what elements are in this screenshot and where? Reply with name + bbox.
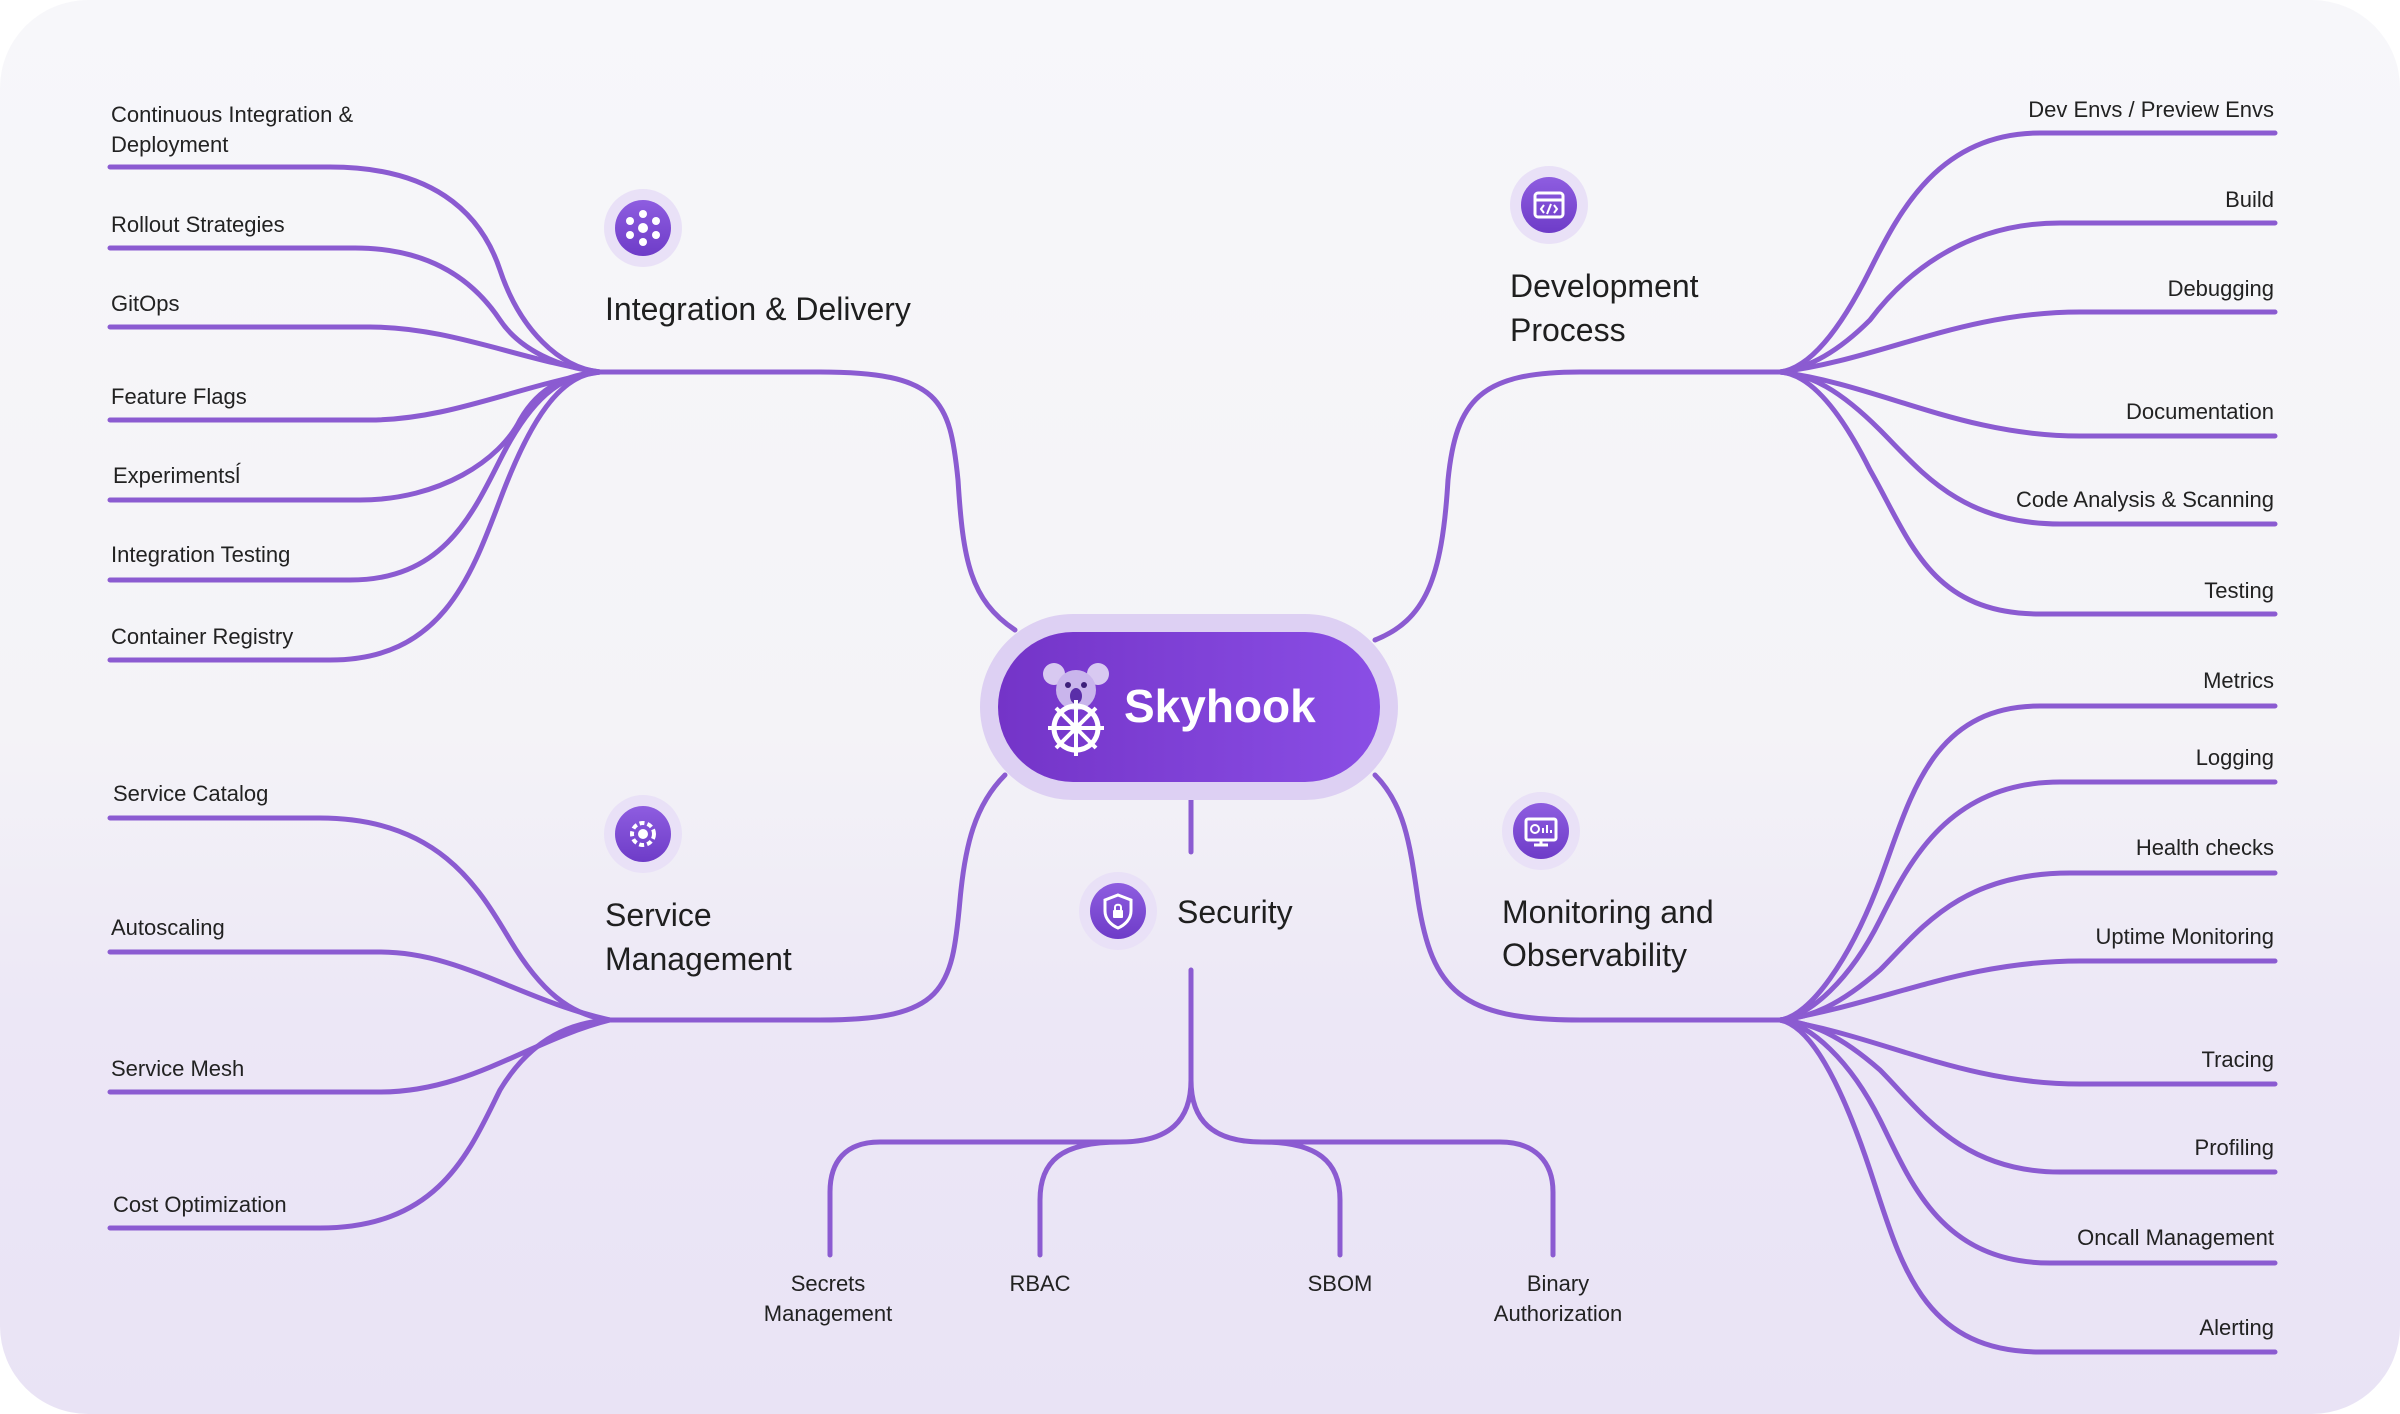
link-metrics [1777,703,2278,1023]
leaf-sbom[interactable]: SBOM [1307,1271,1373,1296]
leaf-documentation[interactable]: Documentation [2126,399,2274,424]
leaf-service-catalog[interactable]: Service Catalog [113,781,269,806]
category-monitoring-line1[interactable]: Monitoring and [1502,894,1714,930]
leaf-cicd-line1[interactable]: Continuous Integration & [111,102,354,127]
leaf-testing[interactable]: Testing [2204,578,2274,603]
link-cicd [107,164,603,375]
code-window-icon [1510,166,1588,244]
monitor-chart-icon [1502,792,1580,870]
leaf-binary-line1[interactable]: Binary [1526,1271,1590,1296]
gear-icon [604,795,682,873]
leaf-metrics[interactable]: Metrics [2203,668,2274,693]
link-logging [1777,779,2278,1023]
leaf-rbac[interactable]: RBAC [1009,1271,1071,1296]
link-documentation [1777,369,2278,439]
leaf-service-mesh[interactable]: Service Mesh [111,1056,245,1081]
link-alerting [1777,1017,2278,1355]
link-hub-development [1372,369,1783,643]
link-oncall [1777,1017,2278,1266]
leaf-container-registry[interactable]: Container Registry [111,624,294,649]
category-development-line1[interactable]: Development [1510,268,1699,304]
leaf-secrets-line1[interactable]: Secrets [790,1271,866,1296]
leaf-gitops[interactable]: GitOps [111,291,180,316]
link-security-trunk [827,967,1194,1258]
link-registry [107,369,603,663]
network-nodes-icon [604,189,682,267]
category-security[interactable]: Security [1177,894,1293,930]
link-catalog [107,815,613,1023]
leaf-dev-envs[interactable]: Dev Envs / Preview Envs [2028,97,2274,122]
link-profiling [1777,1017,2278,1175]
leaf-cicd-line2[interactable]: Deployment [111,132,229,157]
link-hub-service [607,772,1008,1023]
leaf-integration-testing[interactable]: Integration Testing [111,542,291,567]
leaf-uptime-monitoring[interactable]: Uptime Monitoring [2095,924,2274,949]
hub-node[interactable]: Skyhook [998,632,1380,782]
link-code-analysis [1777,369,2278,527]
link-cost [107,1017,613,1231]
link-integration-testing [107,369,603,583]
category-service-line2[interactable]: Management [605,941,792,977]
link-hub-integration [597,369,1018,633]
hub-title: Skyhook [1124,680,1316,732]
leaf-alerting[interactable]: Alerting [2199,1315,2274,1340]
leaf-profiling[interactable]: Profiling [2194,1135,2274,1160]
leaf-autoscaling[interactable]: Autoscaling [111,915,225,940]
link-gitops [107,324,603,375]
link-uptime [1777,958,2278,1023]
leaf-cost-optimization[interactable]: Cost Optimization [113,1192,287,1217]
link-mesh [107,1017,613,1095]
link-build [1777,220,2278,375]
leaf-binary-line2[interactable]: Authorization [1493,1301,1623,1326]
leaf-oncall-management[interactable]: Oncall Management [2077,1225,2274,1250]
koala-helm-logo [1043,663,1109,756]
category-development-line2[interactable]: Process [1510,312,1626,348]
category-service-line1[interactable]: Service [605,897,712,933]
link-autoscaling [107,949,613,1023]
leaf-feature-flags[interactable]: Feature Flags [111,384,247,409]
shield-lock-icon [1079,872,1157,950]
leaf-build[interactable]: Build [2225,187,2274,212]
link-security-right [1188,1077,1556,1258]
link-rbac [1037,1139,1123,1258]
link-hub-monitoring [1372,772,1783,1023]
leaf-code-analysis[interactable]: Code Analysis & Scanning [2015,487,2274,512]
leaf-secrets-line2[interactable]: Management [763,1301,893,1326]
leaf-rollout-strategies[interactable]: Rollout Strategies [111,212,285,237]
leaf-health-checks[interactable]: Health checks [2135,835,2274,860]
leaf-tracing[interactable]: Tracing [2201,1047,2274,1072]
leaf-experiments[interactable]: Experimentsĺ [113,463,241,488]
link-sbom [1259,1139,1343,1258]
link-debugging [1777,309,2278,375]
category-monitoring-line2[interactable]: Observability [1502,937,1687,973]
category-integration-delivery[interactable]: Integration & Delivery [605,291,911,327]
link-testing [1777,369,2278,617]
leaf-debugging[interactable]: Debugging [2167,276,2274,301]
leaf-logging[interactable]: Logging [2195,745,2274,770]
link-dev-envs [1777,130,2278,375]
